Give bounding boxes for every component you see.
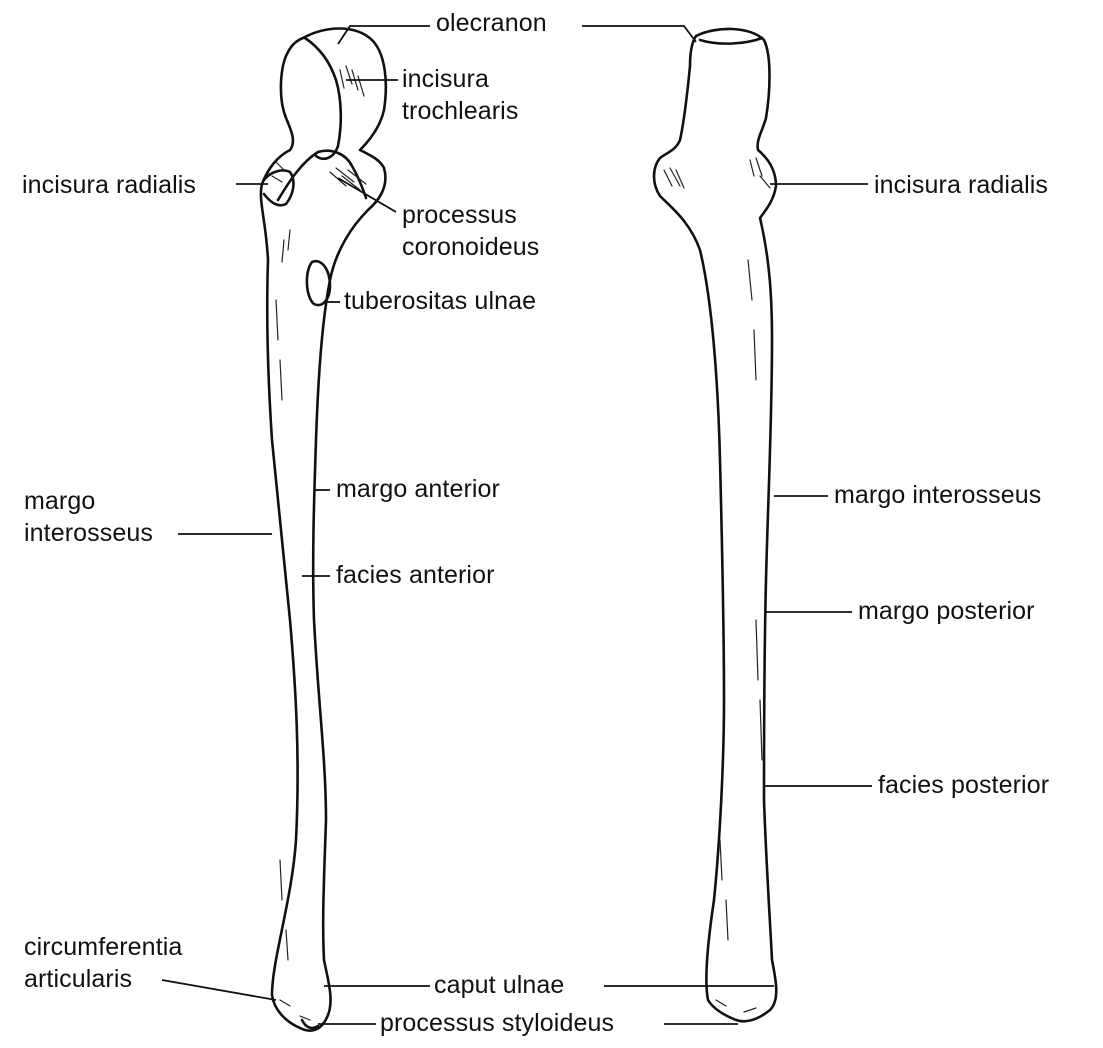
label-circumferentia-articularis-line2: articularis bbox=[24, 966, 132, 993]
label-facies-anterior: facies anterior bbox=[336, 562, 495, 589]
label-incisura-trochlearis-line2: trochlearis bbox=[402, 98, 518, 125]
label-circumferentia-articularis-line1: circumferentia bbox=[24, 934, 182, 961]
trochlear-notch-edge bbox=[305, 38, 341, 159]
label-margo-anterior: margo anterior bbox=[336, 476, 500, 503]
posterior-shading bbox=[664, 158, 770, 1012]
leader-circumferentia-articularis bbox=[162, 980, 276, 1000]
label-incisura-radialis-front: incisura radialis bbox=[22, 172, 196, 199]
label-processus-styloideus: processus styloideus bbox=[380, 1010, 614, 1037]
label-margo-interosseus-front-line1: margo bbox=[24, 488, 95, 515]
olecranon-top-edge bbox=[700, 38, 762, 44]
leader-processus-coronoideus bbox=[338, 178, 396, 212]
ulna-posterior-view bbox=[654, 29, 776, 1021]
ulna-anterior-view bbox=[261, 29, 386, 1031]
ulna-posterior-outline bbox=[654, 29, 776, 1021]
label-tuberositas-ulnae: tuberositas ulnae bbox=[344, 288, 536, 315]
label-facies-posterior: facies posterior bbox=[878, 772, 1049, 799]
label-olecranon: olecranon bbox=[436, 10, 547, 37]
anterior-shading bbox=[272, 66, 366, 1020]
tuberosity-outline bbox=[307, 261, 330, 305]
label-margo-interosseus-front-line2: interosseus bbox=[24, 520, 153, 547]
ulna-anterior-outline bbox=[261, 29, 386, 1031]
label-caput-ulnae: caput ulnae bbox=[434, 972, 564, 999]
leader-olecranon-back bbox=[582, 26, 696, 42]
label-margo-posterior: margo posterior bbox=[858, 598, 1035, 625]
label-processus-coronoideus-line1: processus bbox=[402, 202, 517, 229]
label-incisura-radialis-back: incisura radialis bbox=[874, 172, 1048, 199]
label-processus-coronoideus-line2: coronoideus bbox=[402, 234, 539, 261]
label-incisura-trochlearis-line1: incisura bbox=[402, 66, 489, 93]
label-margo-interosseus-back: margo interosseus bbox=[834, 482, 1041, 509]
styloid-anterior-edge bbox=[302, 1020, 318, 1028]
